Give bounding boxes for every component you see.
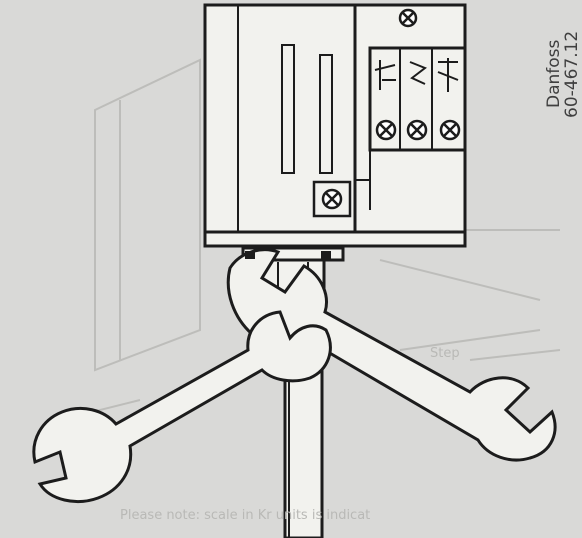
- caption-code: 60-467.12: [562, 30, 582, 118]
- earth-screw: [312, 180, 352, 218]
- ghost-text-step: Step: [430, 346, 460, 361]
- connector-nuts: [245, 251, 331, 259]
- ghost-text-note: Please note: scale in Kr units is indica…: [120, 508, 371, 523]
- caption-brand: Danfoss: [544, 39, 564, 108]
- terminal-screw: [375, 8, 461, 141]
- lower-wrench: [32, 310, 332, 503]
